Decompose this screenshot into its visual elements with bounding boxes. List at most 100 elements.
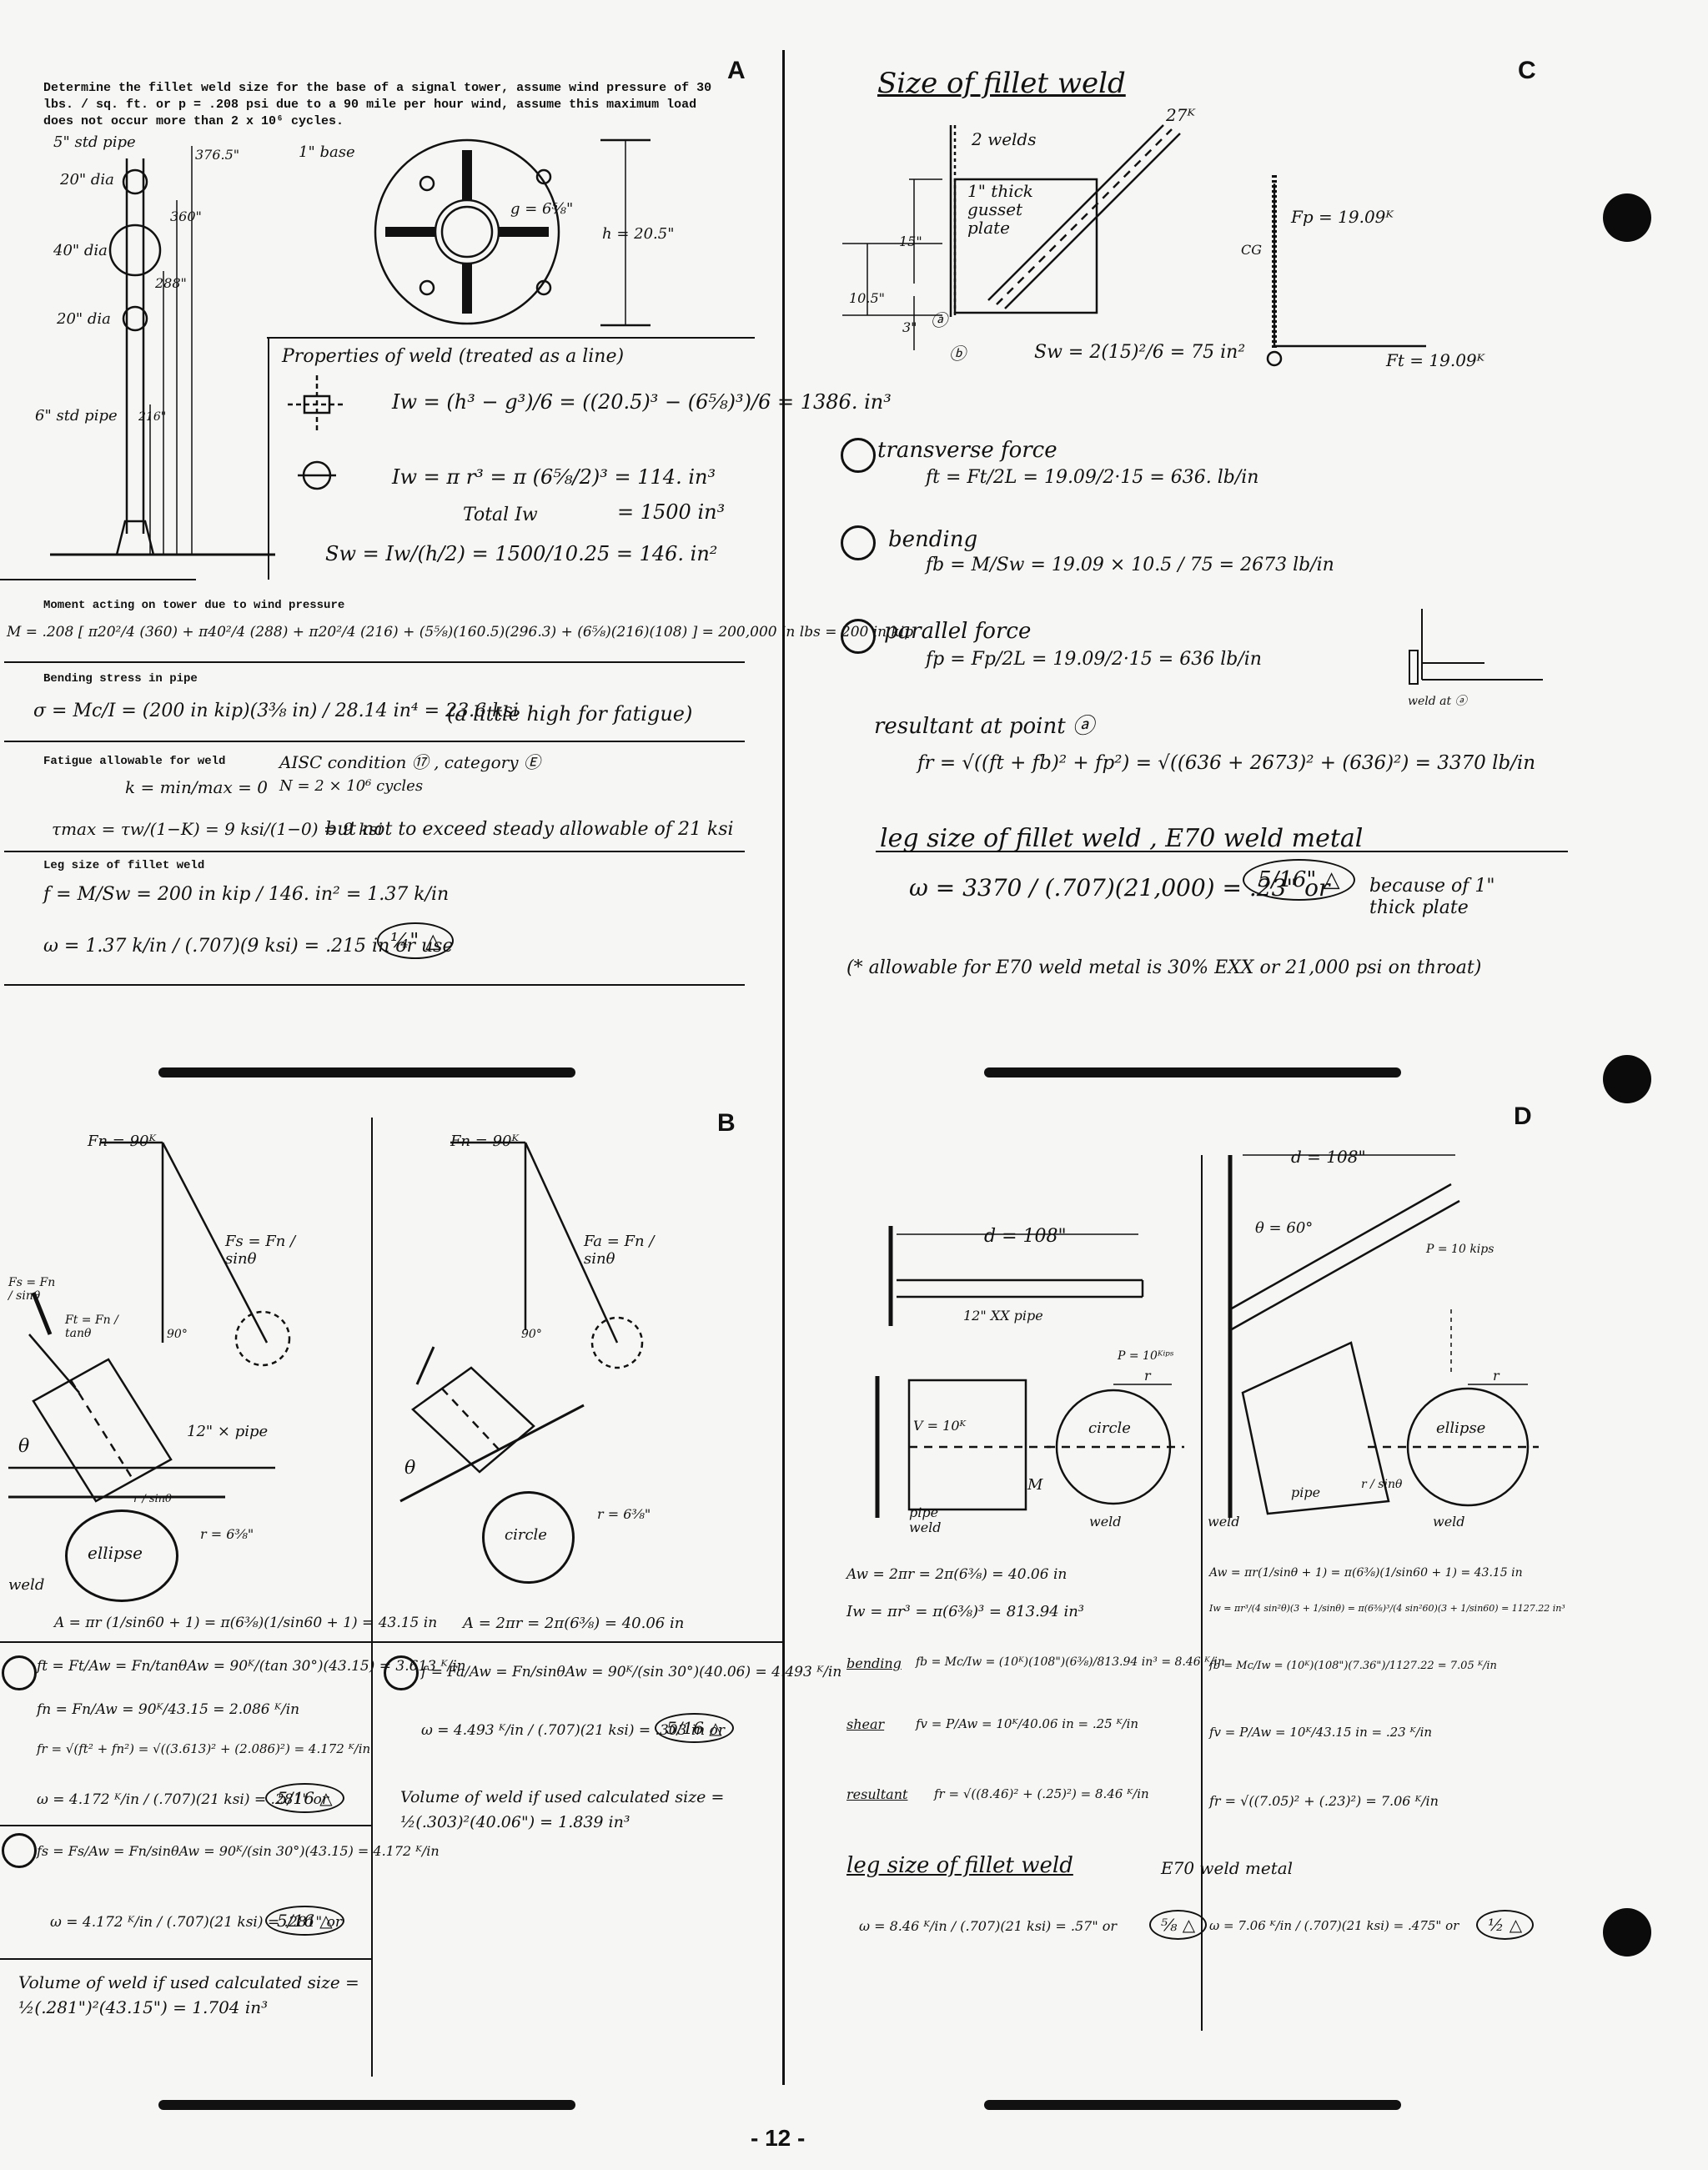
a-divider-1 — [4, 661, 745, 663]
a-w-use: ¼" — [390, 929, 419, 952]
b-f2-eq: fs = Fs/Aw = Fn/sinθAw = 90ᴷ/(sin 30°)(4… — [37, 1843, 440, 1859]
c-dim-3: 3" — [902, 319, 917, 335]
binder-hole-top — [1603, 193, 1651, 242]
b-option3-marker — [2, 1833, 37, 1868]
a-tmax-note: but not to exceed steady allowable of 21… — [325, 819, 734, 840]
d-diagrams — [875, 1154, 1539, 1518]
a-iw2-eq: Iw = π r³ = π (6⅝/2)³ = 114. in³ — [392, 465, 716, 489]
c-gusset-sketch — [842, 124, 1426, 367]
b-circle-label: circle — [505, 1526, 547, 1544]
b-a-ellipse-eq: A = πr (1/sin60 + 1) = π(6⅜)(1/sin60 + 1… — [54, 1615, 438, 1631]
d-shear-right: fv = P/Aw = 10ᴷ/43.15 in = .23 ᴷ/in — [1209, 1725, 1433, 1740]
b-fn-eq: fn = Fn/Aw = 90ᴷ/43.15 = 2.086 ᴷ/in — [37, 1701, 300, 1718]
d-p-left: P = 10ᴷⁱᵖˢ — [1118, 1349, 1174, 1363]
d-d-left: d = 108" — [984, 1226, 1067, 1247]
d-e70-label: E70 weld metal — [1161, 1858, 1294, 1878]
a-dim-360: 360" — [170, 208, 202, 224]
d-iw-right: Iw = πr³/(4 sin²θ)(3 + 1/sinθ) = π(6⅜)³/… — [1209, 1603, 1565, 1614]
a-tmax-eq: τmax = τw/(1−K) = 9 ksi/(1−0) = 9 ksi — [52, 819, 383, 839]
d-w-left-use: ⅝ — [1161, 1915, 1178, 1935]
a-bending-eq: σ = Mc/I = (200 in kip)(3⅜ in) / 28.14 i… — [33, 701, 519, 721]
b-theta-left: θ — [18, 1436, 30, 1457]
binder-hole-middle — [1603, 1055, 1651, 1103]
d-shear-left: fv = P/Aw = 10ᴷ/40.06 in = .25 ᴷ/in — [916, 1716, 1139, 1731]
a-n-eq: N = 2 × 10⁶ cycles — [279, 777, 424, 795]
a-iw1-eq: Iw = (h³ − g³)/6 = ((20.5)³ − (6⅝)³)/6 =… — [392, 390, 892, 414]
a-bending-heading: Bending stress in pipe — [43, 672, 198, 686]
c-step1-eq: ft = Ft/2L = 19.09/2·15 = 636. lb/in — [926, 467, 1259, 488]
b-w-circle-eq: ω = 4.493 ᴷ/in / (.707)(21 ksi) = .303 i… — [421, 1722, 725, 1739]
d-pipe-weld-label: pipe weld — [909, 1504, 942, 1535]
c-step1-label: transverse force — [877, 438, 1057, 463]
section-rule-c — [984, 1067, 1401, 1077]
c-ft-label: Ft = 19.09ᴷ — [1386, 350, 1485, 370]
a-tower-sketch — [0, 138, 755, 580]
d-circle-label: circle — [1088, 1419, 1131, 1437]
d-m-label: M — [1027, 1476, 1043, 1494]
c-step3-eq: fp = Fp/2L = 19.09/2·15 = 636 lb/in — [926, 649, 1262, 670]
d-w-left-use-circled: ⅝ △ — [1149, 1910, 1208, 1940]
page-number: - 12 - — [751, 2125, 806, 2151]
b-divider-3 — [0, 1958, 371, 1960]
c-w-use: 5/16" — [1258, 867, 1317, 892]
section-letter-d: D — [1514, 1103, 1532, 1130]
c-dim-10-5: 10.5" — [849, 290, 885, 306]
d-bend-right: fb = Mc/Iw = (10ᴷ)(108")(7.36")/1127.22 … — [1209, 1660, 1497, 1672]
d-res-left: fr = √((8.46)² + (.25)²) = 8.46 ᴷ/in — [934, 1786, 1149, 1801]
b-divider-1 — [0, 1641, 782, 1643]
c-step3-marker — [841, 619, 876, 654]
a-bending-note: (a little high for fatigue) — [447, 702, 693, 726]
a-k-eq: k = min/max = 0 — [125, 777, 268, 797]
a-problem-statement: Determine the fillet weld size for the b… — [43, 81, 712, 128]
c-weld-at-label: weld at ⓐ — [1408, 695, 1467, 708]
a-weld-line-icon — [288, 375, 346, 490]
c-welds-label: 2 welds — [972, 129, 1037, 149]
b-w-circle-use-circled: 5/16 △ — [655, 1713, 734, 1743]
section-rule-d — [984, 2100, 1401, 2110]
b-fr-eq: fr = √(ft² + fn²) = √((3.613)² + (2.086)… — [37, 1741, 371, 1756]
a-leg-heading: Leg size of fillet weld — [43, 859, 205, 872]
c-point-b: ⓑ — [949, 344, 966, 364]
c-leg-label: leg size of fillet weld , E70 weld metal — [880, 824, 1364, 853]
c-gusset-label: 1" thick gusset plate — [967, 181, 1033, 238]
d-column-divider — [1201, 1155, 1203, 2031]
b-angle-left: 90° — [167, 1328, 188, 1341]
a-w-use-circled: ¼" △ — [377, 922, 455, 959]
b-w2-use: 5/16 — [277, 1911, 314, 1931]
a-label-40in-dia: 40" dia — [53, 242, 108, 259]
c-resultant-eq: fr = √((ft + fb)² + fp²) = √((636 + 2673… — [917, 752, 1536, 774]
section-rule-b — [158, 2100, 575, 2110]
c-fp-label: Fp = 19.09ᴷ — [1291, 207, 1394, 227]
d-pipe-label: 12" XX pipe — [963, 1308, 1043, 1324]
b-r-value-left: r = 6⅜" — [200, 1526, 254, 1542]
b-pipe-label: 12" × pipe — [187, 1423, 269, 1440]
a-divider-2 — [4, 741, 745, 742]
c-title: Size of fillet weld — [877, 67, 1126, 100]
d-weld-mid: weld — [1208, 1514, 1240, 1530]
a-moment-heading: Moment acting on tower due to wind press… — [43, 599, 345, 612]
a-g-label: g = 6⅝" — [510, 200, 574, 218]
b-ft-left-label: Ft = Fn / tanθ — [65, 1314, 118, 1340]
b-w-circle-use: 5/16 — [666, 1718, 704, 1738]
b-diagrams — [8, 1141, 644, 1503]
center-divider — [782, 50, 785, 2085]
a-dim-376: 376.5" — [195, 147, 240, 163]
c-force-components-sketch — [1409, 609, 1543, 685]
d-weld-right: weld — [1433, 1514, 1465, 1530]
section-rule-a — [158, 1067, 575, 1077]
c-cg-label: CG — [1241, 242, 1263, 258]
a-total-value: = 1500 in³ — [617, 500, 726, 524]
d-ellipse-label: ellipse — [1436, 1419, 1486, 1437]
d-w-left: ω = 8.46 ᴷ/in / (.707)(21 ksi) = .57" or — [859, 1918, 1118, 1934]
c-step3-label: parallel force — [884, 619, 1032, 644]
b-angle-right: 90° — [521, 1328, 542, 1341]
d-v-label: V = 10ᴷ — [913, 1418, 967, 1434]
a-props-title: Properties of weld (treated as a line) — [282, 346, 625, 367]
d-r-sin-label: r / sinθ — [1361, 1478, 1403, 1491]
c-footnote: (* allowable for E70 weld metal is 30% E… — [846, 957, 1482, 978]
d-leg-label: leg size of fillet weld — [846, 1853, 1073, 1878]
b-option1-marker — [2, 1655, 37, 1690]
d-pipe2-label: pipe — [1291, 1484, 1321, 1500]
b-r-sin-label: r / sinθ — [133, 1493, 172, 1505]
d-res-label: resultant — [846, 1786, 908, 1802]
